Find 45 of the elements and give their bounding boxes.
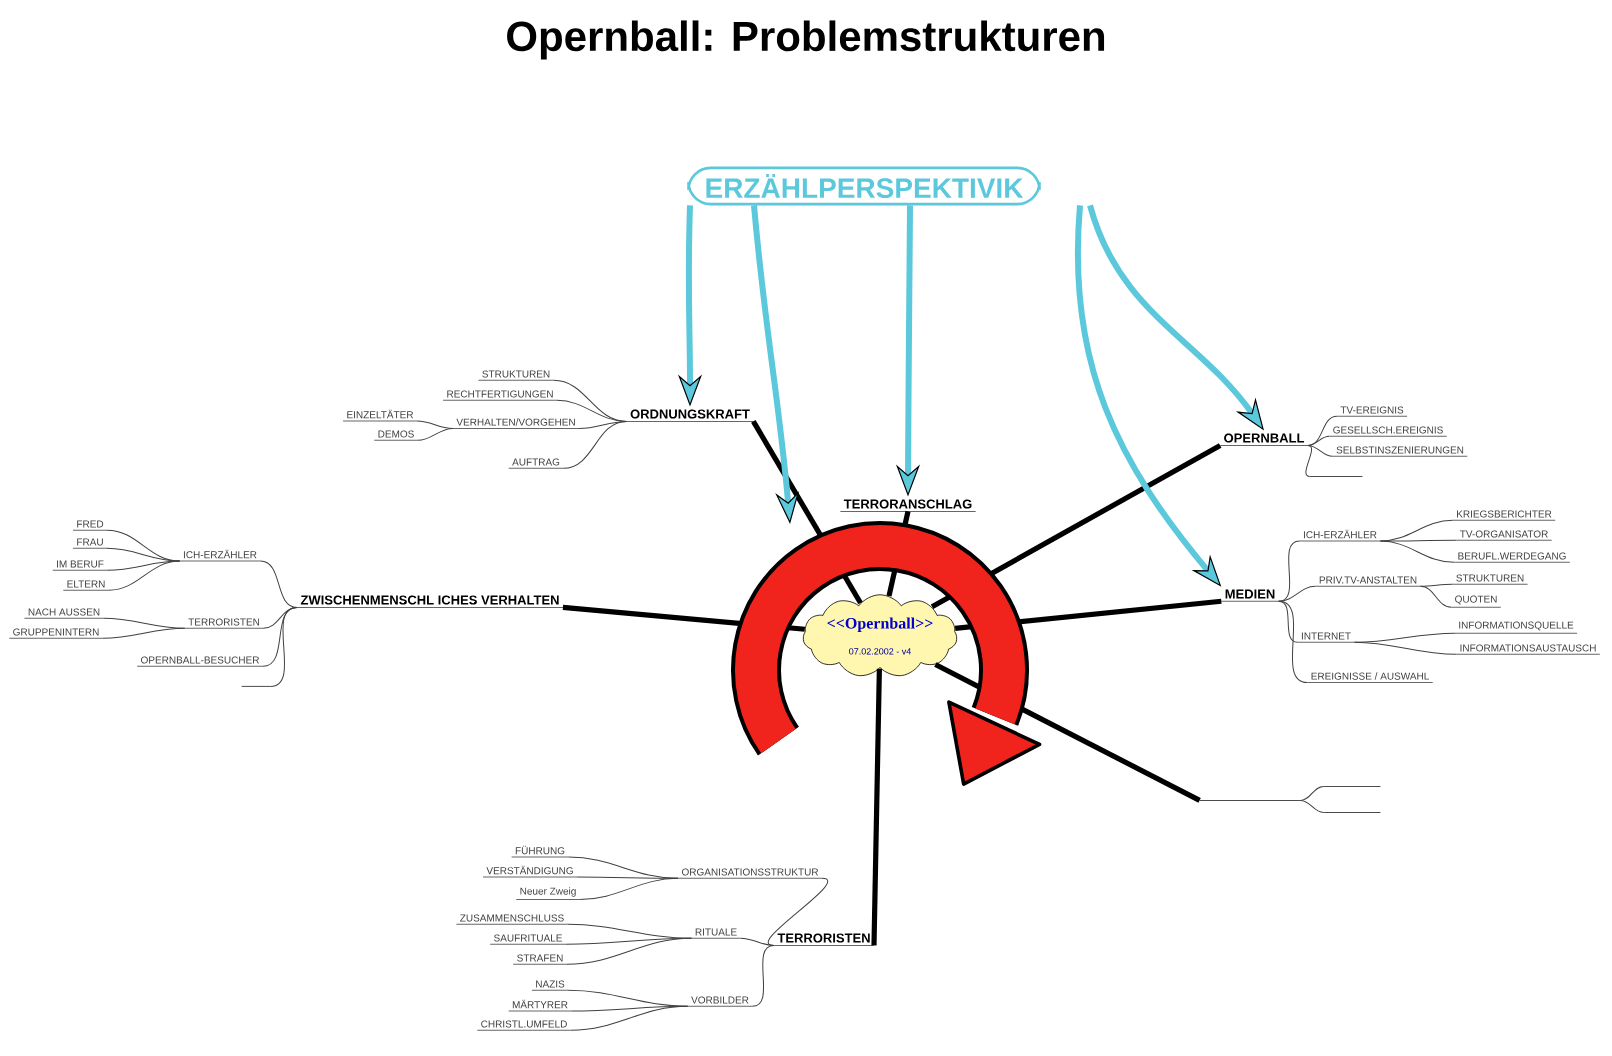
branch-line: [1323, 811, 1381, 813]
branch-line: [269, 606, 298, 687]
topic-bubble: ERZÄHLPERSPEKTIVIK: [687, 166, 1041, 206]
branch-line: [768, 877, 828, 946]
branch-line: [102, 627, 186, 639]
branch-line: [871, 668, 882, 946]
branch-line: [103, 617, 186, 629]
branch-line: [567, 989, 689, 1007]
branch-line: [1278, 585, 1317, 602]
branch-line: [1305, 444, 1313, 477]
branch-line: [241, 685, 271, 687]
branch-line: [751, 944, 775, 1007]
branch-line: [106, 560, 181, 571]
branch-line: [1323, 785, 1381, 787]
branch-line: [1420, 583, 1453, 587]
branch-line: [1379, 539, 1457, 542]
branch-line: [1278, 540, 1301, 602]
branch-line: [1299, 785, 1325, 801]
branch-line: [106, 547, 181, 562]
branch-line: [740, 937, 775, 946]
branch-line: [1307, 444, 1334, 457]
branch-line: [934, 662, 1201, 803]
branch-line: [1299, 799, 1325, 813]
branch-line: [1353, 632, 1456, 643]
branch-line: [417, 427, 454, 441]
branch-line: [1309, 475, 1363, 477]
title: Opernball: Problemstrukturen: [507, 20, 1105, 60]
branch-line: [570, 1005, 689, 1031]
branch-line: [930, 443, 1222, 610]
branch-line: [1278, 600, 1299, 643]
branch-line: [108, 560, 181, 591]
branch-line: [1420, 585, 1452, 608]
branch-line: [1379, 540, 1455, 563]
branch-line: [562, 420, 628, 469]
branch-line: [579, 877, 679, 900]
branch-line: [566, 937, 692, 965]
branch-line: [416, 420, 454, 429]
branch-line: [556, 399, 628, 422]
branch-line: [1199, 799, 1301, 801]
branch-line: [1353, 641, 1457, 655]
branch-line: [1307, 435, 1330, 446]
branch-line: [259, 560, 298, 608]
branch-line: [567, 923, 692, 939]
branch-line: [1278, 600, 1308, 683]
branch-line: [567, 856, 679, 879]
